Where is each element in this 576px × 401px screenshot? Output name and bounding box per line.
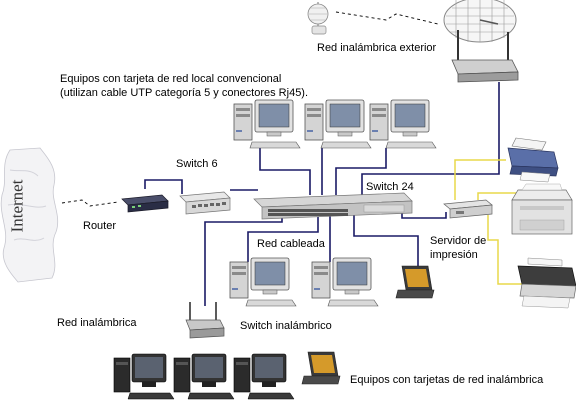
switch-24-icon [253,192,413,220]
wireless-link-outdoor [335,11,439,25]
wireless-access-point-outdoor-icon [451,30,519,83]
label-wired-network: Red cableada [257,238,325,250]
desktop-computer-icon [369,99,437,149]
router-icon [121,194,169,213]
cable-outdoor-ap-switch24 [361,82,500,196]
grid-antenna-icon [443,0,517,43]
label-router: Router [83,220,117,232]
desktop-computer-icon [304,99,372,149]
wireless-link-internet [61,199,119,207]
wireless-switch-icon [185,302,225,339]
dot-matrix-printer-icon [517,257,576,309]
cable-router-switch6 [144,179,183,194]
cable-printserver-laser [477,192,518,200]
cable-pc3-switch24 [335,148,387,195]
wireless-links [61,11,439,207]
laser-printer-icon [511,183,573,235]
print-server-icon [443,199,493,219]
laptop-icon [395,265,435,299]
cable-printserver-dotmatrix [487,215,522,285]
cable-switch24-pc4 [247,213,319,262]
laptop-icon [301,351,341,385]
label-print-server-2: impresión [430,249,478,261]
desktop-computer-icon [229,257,297,307]
internet-cloud-icon [0,147,59,283]
desktop-computer-icon [173,353,235,400]
label-wireless-outdoor: Red inalámbrica exterior [317,42,437,54]
label-wireless-network: Red inalámbrica [57,317,137,329]
cable-switch24-laptop [353,213,419,266]
label-wired-equipment-1: Equipos con tarjeta de red local convenc… [60,73,282,85]
label-switch-24: Switch 24 [366,181,414,193]
label-wireless-equipment: Equipos con tarjetas de red inalámbrica [350,374,544,386]
desktop-computer-icon [113,353,175,400]
small-antenna-icon [307,2,329,35]
cable-printserver-inkjet [454,159,506,200]
printer-cables [454,159,522,285]
desktop-computer-icon [311,257,379,307]
switch-6-icon [179,191,231,215]
cable-switch24-printserver [401,211,447,219]
label-wireless-switch: Switch inalámbrico [240,320,332,332]
cable-pc1-switch24 [259,148,311,195]
desktop-computer-icon [233,353,295,400]
label-switch-6: Switch 6 [176,158,218,170]
desktop-computer-icon [233,99,301,149]
inkjet-printer-icon [507,137,559,183]
label-wired-equipment-2: (utilizan cable UTP categoría 5 y conect… [60,87,309,99]
label-internet: Internet [7,179,27,233]
label-print-server-1: Servidor de [430,235,487,247]
